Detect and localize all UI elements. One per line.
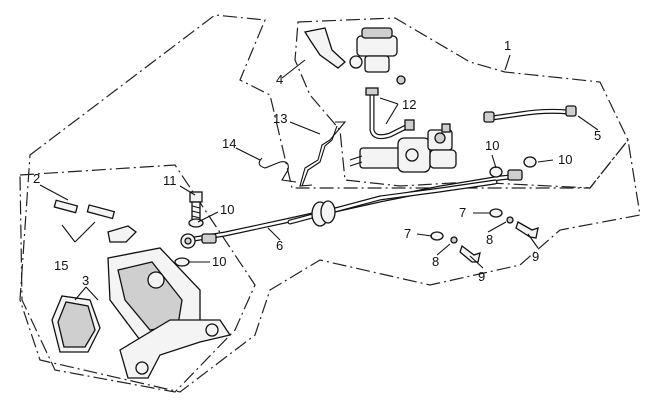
washers-7 <box>430 208 503 241</box>
leader-lines <box>39 54 599 301</box>
outline-caliper-group <box>19 164 256 393</box>
brake-fluid-reservoir <box>349 27 398 73</box>
callout-7a: 7 <box>459 205 466 220</box>
callout-13: 13 <box>273 111 287 126</box>
callout-15: 15 <box>54 258 68 273</box>
spring-clip-13 <box>299 121 347 187</box>
callout-3: 3 <box>82 273 89 288</box>
upper-brake-hose <box>483 105 577 123</box>
wire-clip-14 <box>258 157 297 183</box>
callout-6: 6 <box>276 238 283 253</box>
screws-9 <box>459 221 539 263</box>
caliper-pins <box>53 199 137 243</box>
callout-9a: 9 <box>478 269 485 284</box>
callout-14: 14 <box>222 136 236 151</box>
callout-8a: 8 <box>486 232 493 247</box>
banjo-bolt <box>189 191 203 221</box>
reservoir-screw <box>396 75 406 85</box>
callout-8b: 8 <box>432 254 439 269</box>
reservoir-bracket <box>303 27 346 69</box>
callout-1: 1 <box>504 38 511 53</box>
outline-main-group <box>19 14 641 393</box>
brake-pads <box>51 295 101 353</box>
main-brake-hose <box>180 169 523 249</box>
reservoir-hose <box>365 87 415 140</box>
master-cylinder <box>349 123 457 173</box>
callout-10b: 10 <box>212 254 226 269</box>
callout-labels: 1 2 3 4 5 6 7 7 8 8 9 9 10 10 10 10 11 1… <box>33 38 601 288</box>
outline-master-cylinder-group <box>294 17 629 189</box>
callout-10a: 10 <box>220 202 234 217</box>
callout-5: 5 <box>594 128 601 143</box>
small-washers-8 <box>450 216 514 244</box>
callout-9b: 9 <box>532 249 539 264</box>
callout-10c: 10 <box>485 138 499 153</box>
callout-7b: 7 <box>404 226 411 241</box>
callout-4: 4 <box>276 72 283 87</box>
callout-11: 11 <box>163 173 177 188</box>
callout-12: 12 <box>402 97 416 112</box>
callout-2: 2 <box>33 171 40 186</box>
callout-10d: 10 <box>558 152 572 167</box>
brake-caliper <box>107 247 232 379</box>
